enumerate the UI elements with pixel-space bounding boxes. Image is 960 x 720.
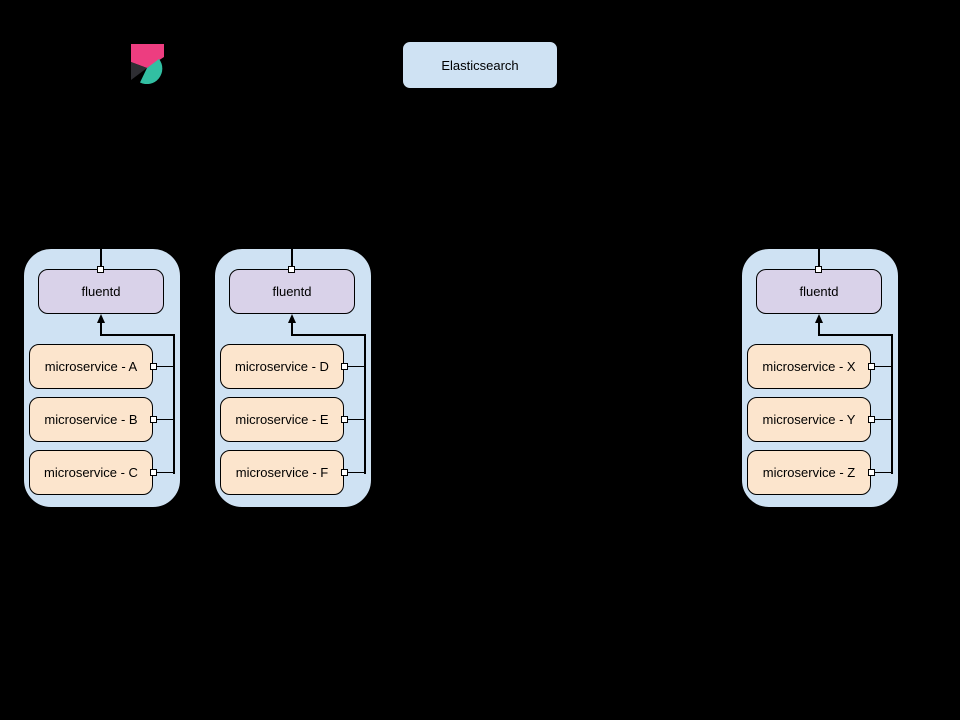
microservice-box[interactable]: microservice - E [220,397,344,442]
connector-line-microservice [344,365,365,368]
connector-line-elbow [818,334,893,336]
microservice-box[interactable]: microservice - D [220,344,344,389]
connector-line-microservice [344,418,365,421]
node-container-2[interactable]: fluentd microservice - D microservice - … [214,89,372,508]
connector-handle-icon [149,469,157,476]
microservice-label: microservice - X [762,359,856,374]
connector-handle-icon [867,469,875,476]
microservice-label: microservice - C [44,465,138,480]
microservice-box[interactable]: microservice - Y [747,397,871,442]
arrow-up-icon [814,314,823,323]
connector-line-vertical [173,334,175,474]
connector-line-fluentd-to-elasticsearch [291,89,293,269]
kibana-logo-teal-shape [140,59,163,84]
connector-line-elbow [100,334,175,336]
microservice-box[interactable]: microservice - A [29,344,153,389]
connector-line-stub [291,321,293,335]
connector-handle-icon [149,416,157,423]
microservice-box[interactable]: microservice - C [29,450,153,495]
connector-line-vertical [364,334,366,474]
connector-handle-icon [288,265,295,273]
connector-handle-icon [867,363,875,370]
elasticsearch-label: Elasticsearch [441,57,519,73]
connector-handle-icon [340,416,348,423]
arrow-up-icon [96,314,105,323]
connector-line-fluentd-to-elasticsearch [818,89,820,269]
microservice-box[interactable]: microservice - F [220,450,344,495]
connector-line-microservice [153,365,174,368]
connector-handle-icon [97,265,104,273]
elasticsearch-box[interactable]: Elasticsearch [402,41,558,89]
connector-handle-icon [867,416,875,423]
connector-line-elbow [291,334,366,336]
microservice-box[interactable]: microservice - X [747,344,871,389]
node-container-1[interactable]: fluentd microservice - A microservice - … [23,89,181,508]
arrow-up-icon [287,314,296,323]
microservice-label: microservice - A [44,359,138,374]
connector-line-stub [818,321,820,335]
connector-line-microservice [871,418,892,421]
microservice-label: microservice - Y [762,412,856,427]
connector-line-microservice [871,365,892,368]
fluentd-label: fluentd [799,284,839,299]
microservice-label: microservice - E [235,412,329,427]
connector-handle-icon [340,469,348,476]
fluentd-box[interactable]: fluentd [756,269,882,314]
connector-line-microservice [871,471,892,474]
fluentd-label: fluentd [272,284,312,299]
fluentd-box[interactable]: fluentd [229,269,355,314]
connector-line-microservice [153,471,174,474]
microservice-box[interactable]: microservice - Z [747,450,871,495]
connector-handle-icon [815,265,822,273]
connector-handle-icon [340,363,348,370]
connector-line-microservice [153,418,174,421]
microservice-label: microservice - B [44,412,138,427]
connector-line-stub [100,321,102,335]
microservice-label: microservice - Z [762,465,856,480]
kibana-logo-dark-shape [131,62,147,80]
connector-handle-icon [149,363,157,370]
connector-line-microservice [344,471,365,474]
kibana-logo-icon [131,44,164,84]
microservice-label: microservice - F [235,465,329,480]
fluentd-label: fluentd [81,284,121,299]
node-container-3[interactable]: fluentd microservice - X microservice - … [741,89,899,508]
connector-line-fluentd-to-elasticsearch [100,89,102,269]
microservice-label: microservice - D [235,359,329,374]
microservice-box[interactable]: microservice - B [29,397,153,442]
fluentd-box[interactable]: fluentd [38,269,164,314]
connector-line-vertical [891,334,893,474]
